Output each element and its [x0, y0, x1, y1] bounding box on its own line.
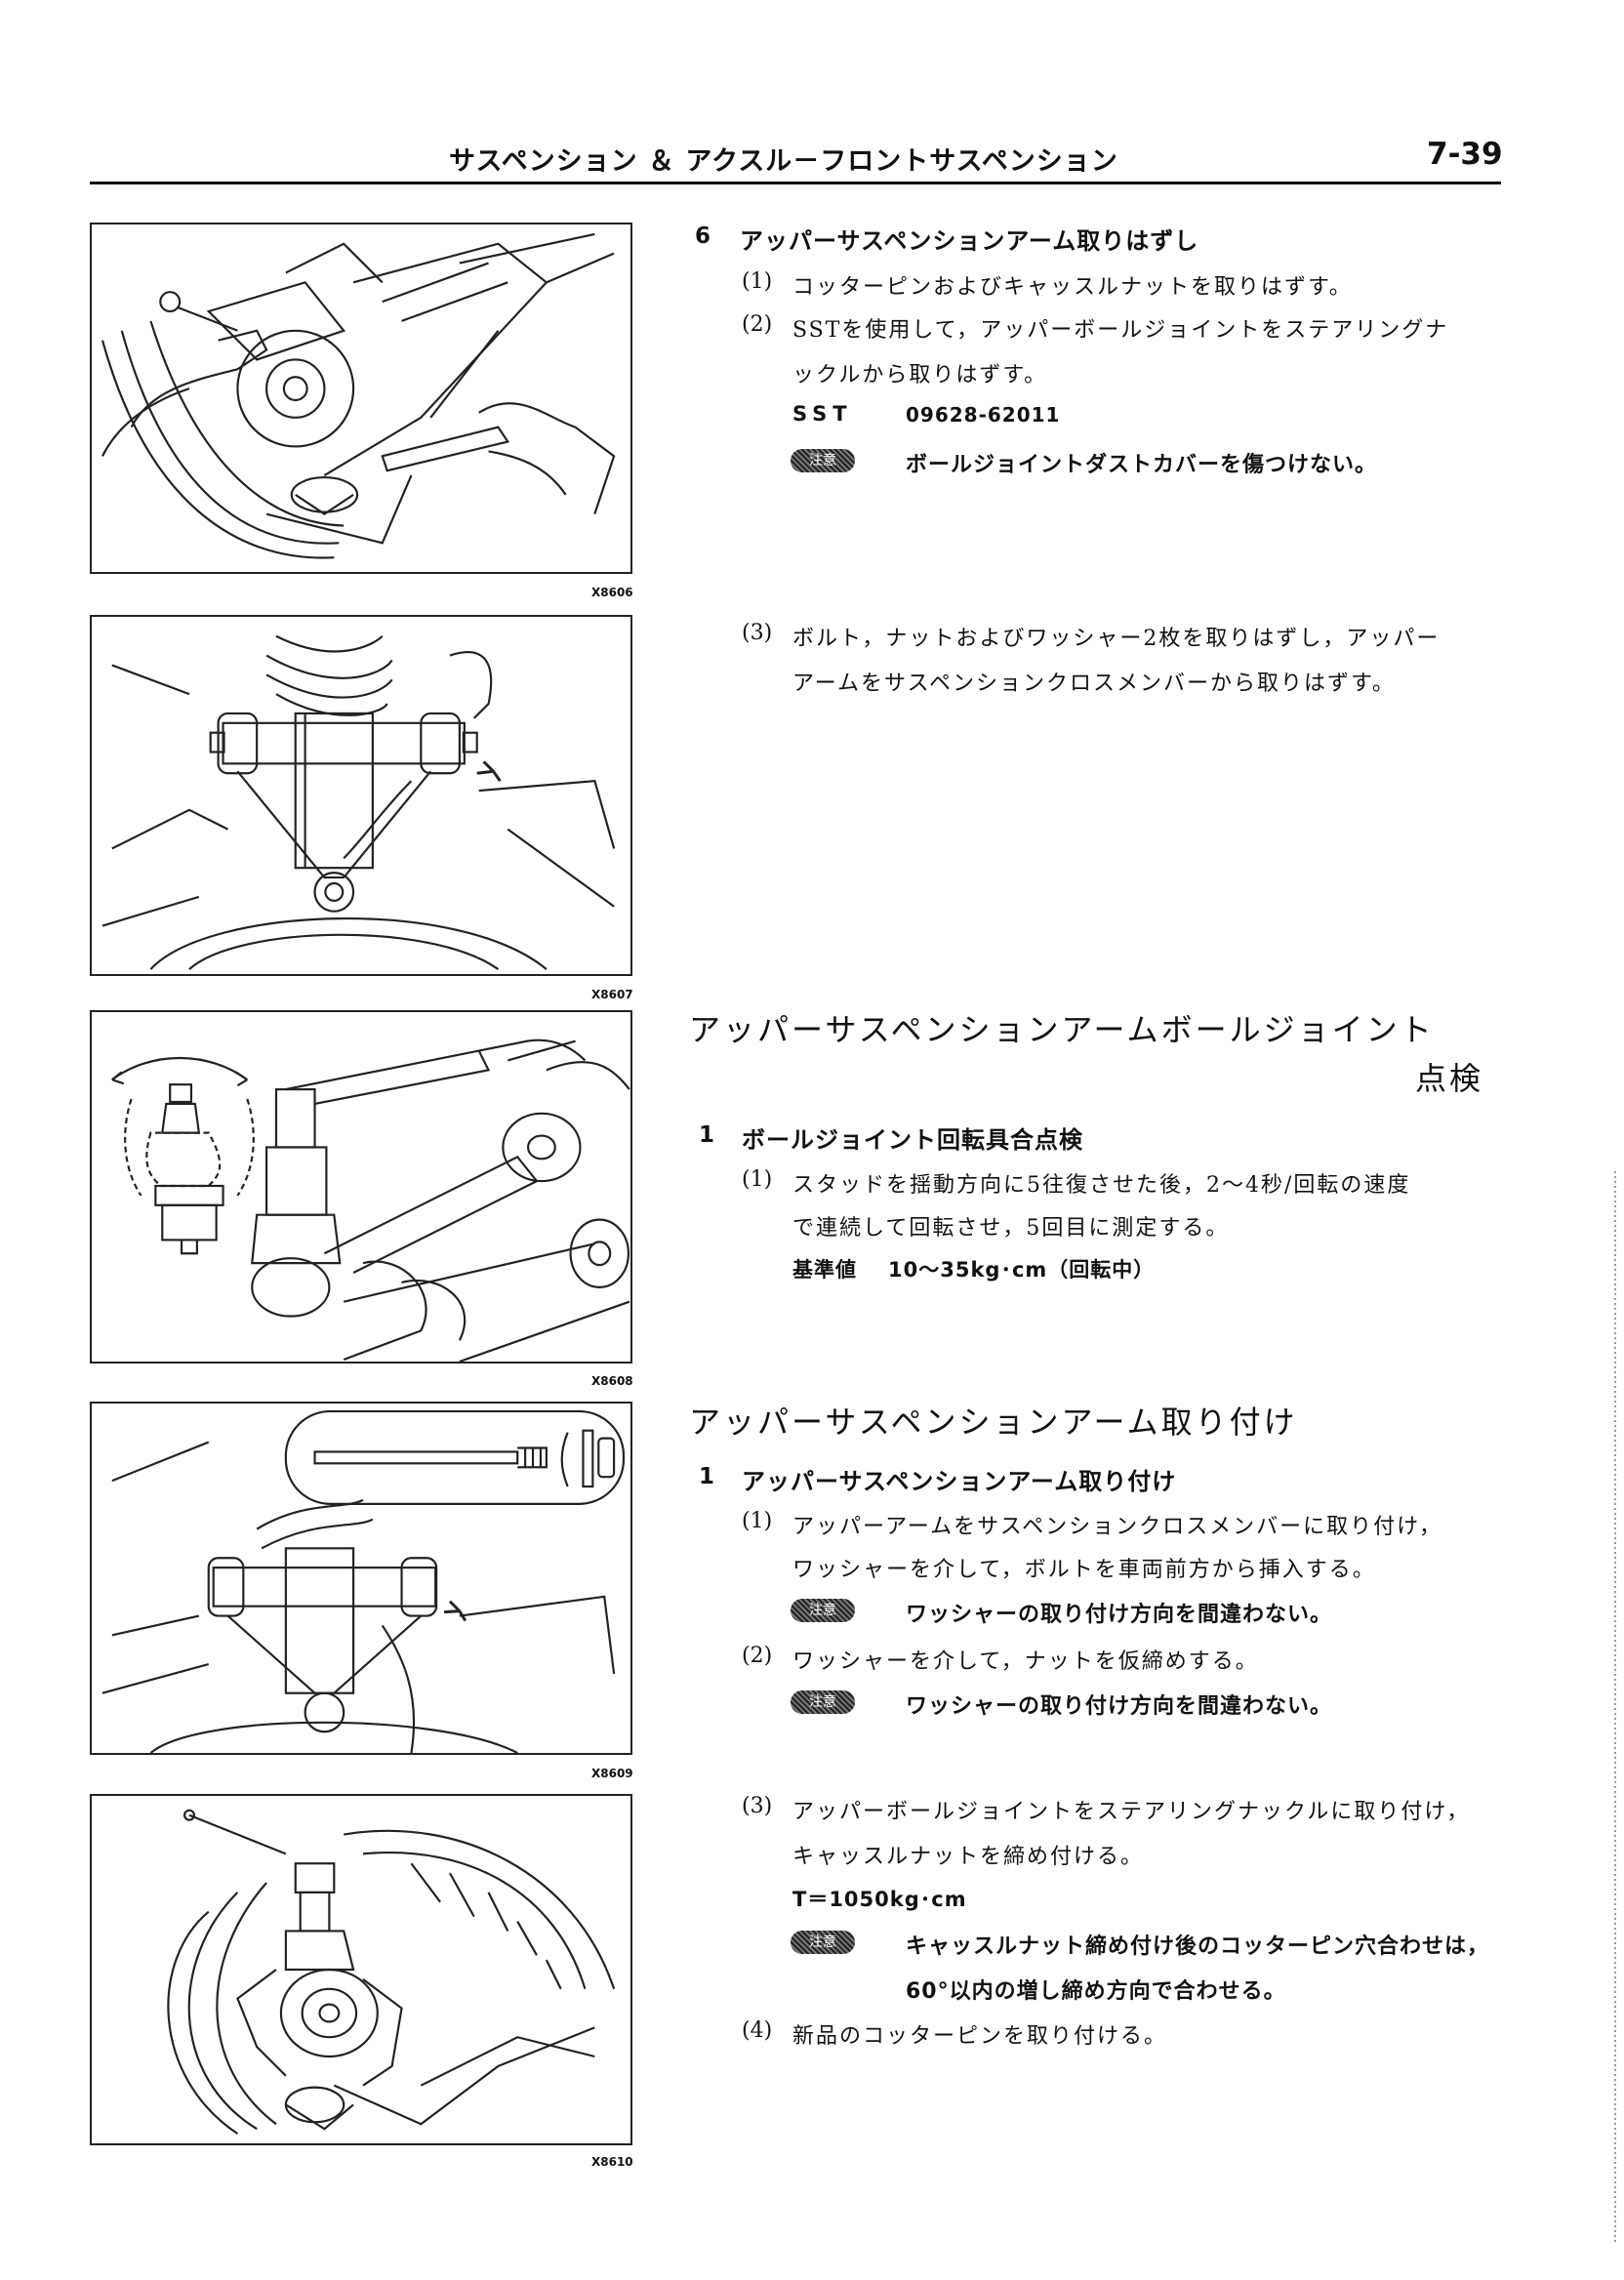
item-number: (2): [742, 312, 773, 337]
item-text: ワッシャーを介して，ボルトを車両前方から挿入する。: [792, 1558, 1376, 1582]
page-number: 7-39: [1427, 137, 1503, 172]
figure-castle-nut-installation: [90, 1794, 632, 2145]
step-title: アッパーサスペンションアーム取り付け: [742, 1468, 1177, 1495]
illustration-upper-arm-bolts: [102, 634, 616, 970]
sst-number: 09628-62011: [906, 403, 1061, 427]
item-text: ボルト，ナットおよびワッシャー2枚を取りはずし，アッパー: [792, 627, 1441, 651]
item-number: (2): [742, 1644, 773, 1668]
figure-upper-arm-installation: [90, 1402, 632, 1755]
item-text: アッパーボールジョイントをステアリングナックルに取り付け，: [792, 1800, 1471, 1824]
figure-code: X8609: [591, 1767, 633, 1780]
caution-text: ワッシャーの取り付け方向を間違わない。: [906, 1603, 1333, 1627]
caution-text: キャッスルナット締め付け後のコッターピン穴合わせは，: [906, 1934, 1490, 1959]
item-number: (1): [742, 269, 773, 294]
item-number: (3): [742, 1794, 773, 1818]
caution-badge: 注意: [791, 449, 855, 472]
caution-text: 60°以内の増し締め方向で合わせる。: [906, 1979, 1286, 2004]
item-text: ワッシャーを介して，ナットを仮締めする。: [792, 1649, 1259, 1674]
section-heading-continued: 点検: [1415, 1060, 1484, 1097]
step-title: ボールジョイント回転具合点検: [742, 1126, 1083, 1154]
item-text: コッターピンおよびキャッスルナットを取りはずす。: [792, 275, 1353, 300]
section-heading: アッパーサスペンションアームボールジョイント: [689, 1011, 1435, 1048]
illustration-knuckle: [167, 1809, 616, 2136]
illustration-ball-joint-separator: [101, 232, 616, 559]
torque-spec: T＝1050kg･cm: [792, 1888, 967, 1911]
step-title: アッパーサスペンションアーム取りはずし: [740, 227, 1199, 255]
caution-badge: 注意: [791, 1931, 855, 1954]
caution-badge: 注意: [791, 1690, 855, 1714]
item-text: アッパーアームをサスペンションクロスメンバーに取り付け，: [792, 1515, 1443, 1539]
item-text: ックルから取りはずす。: [792, 363, 1048, 387]
item-text: スタッドを揺動方向に5往復させた後，2～4秒/回転の速度: [792, 1173, 1411, 1198]
section-heading: アッパーサスペンションアーム取り付け: [689, 1404, 1298, 1441]
standard-value: 10～35kg･cm（回転中）: [888, 1258, 1156, 1282]
item-number: (3): [742, 621, 773, 645]
item-text: SSTを使用して，アッパーボールジョイントをステアリングナ: [792, 318, 1449, 343]
item-number: (1): [742, 1167, 773, 1192]
caution-text: ボールジョイントダストカバーを傷つけない。: [906, 453, 1378, 477]
figure-code: X8607: [591, 988, 633, 1001]
step-number: 1: [699, 1122, 715, 1148]
header-rule: [90, 182, 1501, 184]
caution-badge: 注意: [791, 1599, 855, 1622]
illustration-arm-install: [102, 1409, 626, 1753]
caution-text: ワッシャーの取り付け方向を間違わない。: [906, 1694, 1333, 1719]
figure-code: X8606: [591, 586, 633, 599]
figure-code: X8608: [591, 1374, 633, 1388]
illustration-torque-gauge: [111, 1038, 630, 1362]
step-number: 6: [695, 224, 711, 249]
figure-ball-joint-inspection: [90, 1010, 632, 1364]
item-text: 新品のコッターピンを取り付ける。: [792, 2024, 1168, 2049]
scan-edge: [1614, 1171, 1616, 2245]
figure-bolt-nut-removal: [90, 615, 632, 976]
item-number: (1): [742, 1509, 773, 1533]
item-text: キャッスルナットを締め付ける。: [792, 1845, 1145, 1869]
item-number: (4): [742, 2018, 773, 2043]
page-header-title: サスペンション ＆ アクスル－フロントサスペンション: [449, 146, 1118, 177]
figure-upper-arm-removal-sst: [90, 223, 632, 574]
item-text: アームをサスペンションクロスメンバーから取りはずす。: [792, 672, 1396, 696]
step-number: 1: [699, 1464, 715, 1489]
figure-code: X8610: [591, 2155, 633, 2169]
item-text: で連続して回転させ，5回目に測定する。: [792, 1216, 1230, 1241]
sst-label: SST: [792, 402, 853, 426]
standard-label: 基準値: [792, 1258, 857, 1282]
